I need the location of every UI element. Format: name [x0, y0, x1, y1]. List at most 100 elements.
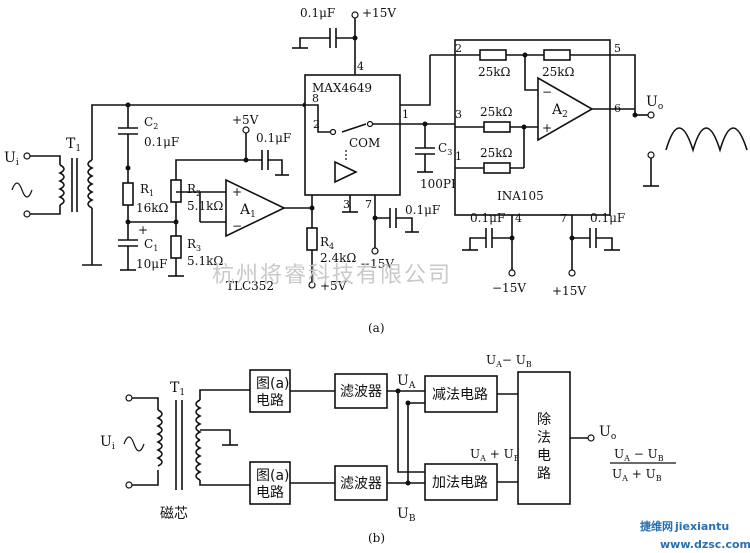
b-sec-top-wire — [199, 389, 250, 400]
c2-value: 0.1μF — [144, 135, 179, 149]
sub-circuit-label: 减法电路 — [432, 387, 488, 403]
pin8-to-switch — [305, 104, 330, 133]
vp15-top-label: +15V — [362, 6, 396, 20]
uo-label: Uo — [646, 94, 663, 112]
divider-char-3: 电 — [537, 448, 551, 464]
vm15-mid-terminal — [371, 247, 379, 255]
ina-pin7: 7 — [560, 212, 567, 225]
res-25k-3-label: 25kΩ — [480, 105, 513, 119]
vm15-terminal — [508, 269, 516, 277]
c2-capacitor — [118, 105, 138, 168]
t1-sec-top-wire — [91, 104, 128, 160]
ui-terminal-top — [23, 152, 31, 160]
b-ui-label: Ui — [100, 434, 115, 452]
b-ui-terminal-top — [125, 394, 133, 402]
input-wires — [30, 155, 61, 215]
pin2-feedback — [400, 55, 431, 106]
uo-return-terminal — [647, 151, 655, 159]
circuit-a-2-line2: 电路 — [256, 485, 284, 501]
ui-terminal-bottom — [23, 210, 31, 218]
ub-label: UB — [397, 506, 416, 524]
add-circuit-block — [424, 463, 498, 501]
caption-a: (a) — [368, 321, 385, 335]
junction-dot — [522, 52, 528, 58]
to-divider — [497, 393, 518, 483]
logo-line2: jiexiantu — [674, 520, 729, 533]
logo-line1: 捷维网 — [640, 519, 673, 533]
a1-opamp — [225, 178, 286, 238]
circuit-a-block-1 — [249, 369, 291, 413]
c3-value: 100PF — [420, 177, 459, 191]
add-circuit-label: 加法电路 — [432, 475, 488, 491]
a2-minus-feed — [524, 55, 538, 91]
c1-label: C1 — [144, 237, 158, 253]
ub-to-sub — [407, 402, 425, 483]
b-primary-coil — [156, 409, 163, 467]
b-uo-terminal — [587, 434, 595, 442]
rectified-waveform-icon — [665, 127, 748, 153]
vm15-label: −15V — [492, 281, 526, 295]
ua-to-add — [397, 391, 425, 473]
switch-blade — [341, 123, 367, 133]
diff-label: UA− UB — [486, 353, 532, 369]
divider-char-1: 除 — [537, 412, 551, 428]
pin7-cap-value: 0.1μF — [405, 203, 440, 217]
t1-primary-coil — [58, 164, 65, 206]
filter-1-label: 滤波器 — [340, 384, 382, 400]
b-input-wires — [132, 397, 159, 486]
max-pin2: 2 — [313, 118, 320, 131]
vplus5-bot-label: +5V — [320, 279, 347, 293]
t1-secondary-coil — [87, 159, 94, 209]
a1-label: A1 — [239, 202, 256, 220]
filter-out-wires — [387, 390, 425, 484]
com-label: COM — [349, 136, 380, 150]
b-sec-bot-wire — [199, 480, 250, 486]
ratio-denominator: UA + UB — [612, 467, 662, 483]
r3-resistor — [170, 235, 182, 259]
switch-driver-buffer — [334, 160, 358, 184]
a2-label: A2 — [551, 102, 568, 120]
c3-label: C3 — [438, 141, 452, 157]
circuit-a-2-line1: 图(a) — [256, 468, 290, 484]
ina7-cap-value: 0.1μF — [590, 211, 625, 225]
a2-plus-input: + — [542, 121, 552, 135]
max4649-ic — [304, 74, 401, 196]
vp15-top-terminal — [351, 11, 359, 19]
top-cap-value: 0.1μF — [300, 6, 335, 20]
divider-char-2: 法 — [537, 430, 551, 446]
vp15-terminal — [568, 269, 576, 277]
r1-value: 16kΩ — [136, 201, 169, 215]
core-label: 磁芯 — [160, 506, 188, 522]
c1-capacitor — [118, 222, 138, 270]
divider-block — [517, 371, 571, 505]
ina-pin1: 1 — [455, 150, 462, 163]
r4-terminal — [308, 281, 316, 289]
pin4-decap — [299, 28, 355, 48]
a1-minus-input: − — [232, 219, 242, 233]
max-pin1: 1 — [402, 108, 409, 121]
logo-line3: www.dzsc.com — [660, 538, 750, 551]
ina-pin5: 5 — [614, 42, 621, 55]
figure-b: T1 Ui 磁芯 图(a) 电路 图(a) 电路 滤波器 滤波器 UA UB — [100, 353, 676, 545]
b-uo-label: Uo — [599, 424, 616, 442]
a1-vcc-wire — [175, 159, 246, 168]
max-pin8: 8 — [312, 92, 319, 105]
r4-value: 2.4kΩ — [320, 251, 356, 265]
sub-circuit-block — [424, 375, 498, 413]
ina4-cap-value: 0.1μF — [470, 211, 505, 225]
a2-minus-input: − — [542, 85, 552, 99]
site-logo: 捷维网 jiexiantu www.dzsc.com — [640, 519, 750, 551]
b-ui-terminal-bottom — [125, 481, 133, 489]
r4-resistor — [306, 227, 318, 251]
max-pin4: 4 — [357, 60, 364, 73]
watermark-text: 杭州将睿科技有限公司 — [212, 263, 452, 288]
c3-capacitor — [415, 124, 435, 172]
a1-cap-value: 0.1μF — [256, 131, 291, 145]
vm15-mid-label: −15V — [360, 257, 394, 271]
r3-label: R3 — [187, 237, 201, 253]
r2-resistor — [170, 179, 182, 203]
sine-source-icon — [11, 182, 33, 198]
switch-contact — [329, 128, 337, 136]
vplus5-top-label: +5V — [232, 113, 259, 127]
